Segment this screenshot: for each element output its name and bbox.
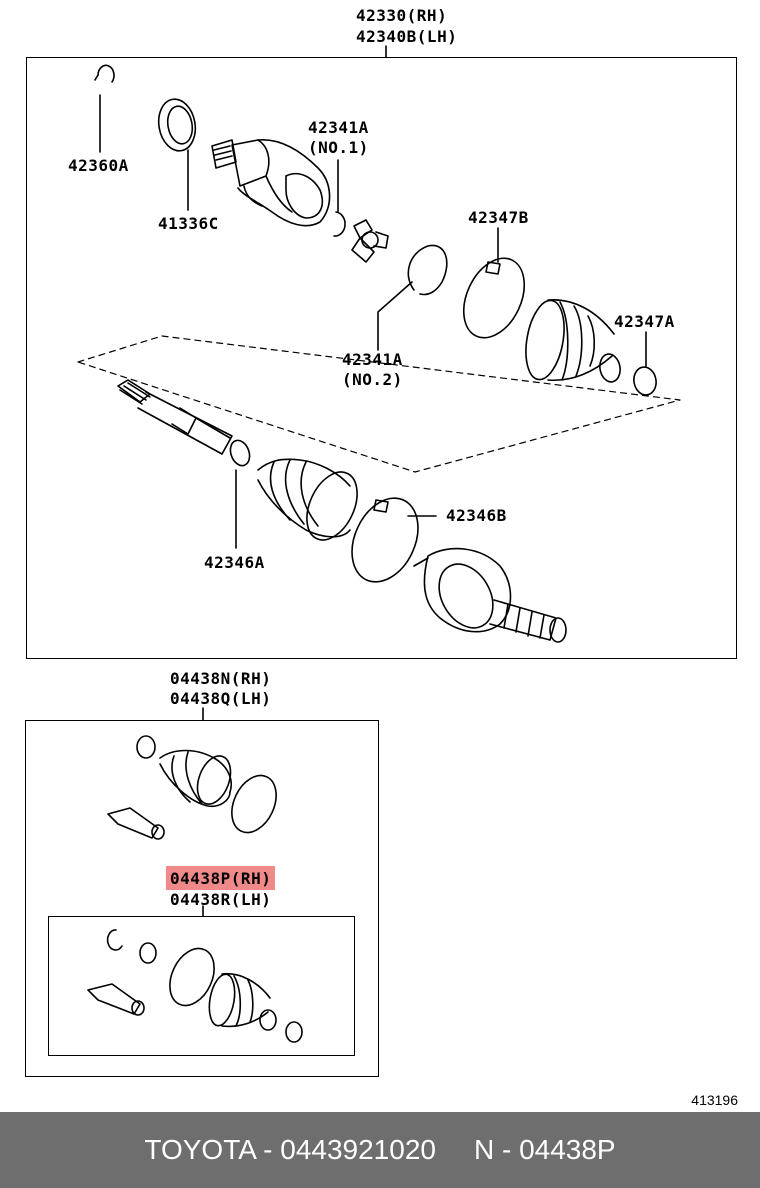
- callout-42341a-no1: 42341A: [308, 118, 369, 137]
- seal-41336c: [157, 98, 197, 152]
- leader-42341a-no2: [377, 281, 413, 351]
- ring-42341a-no2: [407, 244, 448, 296]
- clamp-42346b: [351, 497, 419, 583]
- kit-outer-frame: [25, 720, 379, 1077]
- kit-inner-snap-ring: [106, 929, 123, 951]
- ring-42341a-no1: [333, 211, 346, 237]
- clamp-42347b: [462, 257, 526, 339]
- kit-outer-part-lh: 04438Q(LH): [170, 689, 272, 708]
- kit-outer-large-clamp: [231, 774, 277, 834]
- inboard-joint-housing: [211, 139, 331, 227]
- callout-42341a-no1-note: (NO.1): [308, 138, 369, 157]
- callout-42346b: 42346B: [446, 506, 507, 525]
- kit-outer-boot: [159, 749, 232, 808]
- kit-inner-small-clamp: [139, 942, 157, 964]
- clamp-42347a: [633, 366, 657, 396]
- inboard-boot: [525, 299, 621, 383]
- callout-42341a-no2-note: (NO.2): [342, 370, 403, 389]
- kit-inner-frame: [48, 916, 355, 1056]
- outboard-cv-joint: [413, 547, 567, 643]
- inboard-assembly-dashed-boundary: [77, 335, 681, 473]
- tripod-joint: [351, 219, 389, 263]
- kit-inner-small-clamp-2: [285, 1021, 303, 1043]
- drive-shaft: [117, 379, 233, 455]
- kit-inner-boot: [208, 973, 277, 1031]
- footer-bar: TOYOTA - 0443921020 N - 04438P: [0, 1112, 760, 1188]
- callout-41336c: 41336C: [158, 214, 219, 233]
- main-assembly-frame: [26, 57, 737, 659]
- clamp-42346a: [229, 439, 251, 467]
- kit-inner-part-rh-highlighted[interactable]: 04438P(RH): [166, 866, 276, 890]
- snap-ring-42360a: [97, 64, 115, 83]
- assembly-part-lh: 42340B(LH): [356, 27, 458, 46]
- kit-inner-part-lh: 04438R(LH): [170, 890, 272, 909]
- callout-42347a: 42347A: [614, 312, 675, 331]
- footer-brand-part: TOYOTA - 0443921020: [144, 1134, 436, 1165]
- callout-42346a: 42346A: [204, 553, 265, 572]
- kit-inner-grease-tube: [87, 983, 145, 1016]
- callout-42341a-no2: 42341A: [342, 350, 403, 369]
- kit-outer-grease-tube: [107, 807, 165, 840]
- kit-outer-small-clamp: [136, 735, 156, 759]
- assembly-part-rh: 42330(RH): [356, 6, 448, 25]
- footer-catalog-ref: N - 04438P: [473, 1134, 616, 1165]
- kit-outer-part-rh: 04438N(RH): [170, 669, 272, 688]
- callout-42360a: 42360A: [68, 156, 129, 175]
- figure-number: 413196: [691, 1092, 738, 1108]
- kit-inner-large-clamp: [169, 947, 215, 1007]
- callout-42347b: 42347B: [468, 208, 529, 227]
- outboard-boot: [257, 458, 358, 541]
